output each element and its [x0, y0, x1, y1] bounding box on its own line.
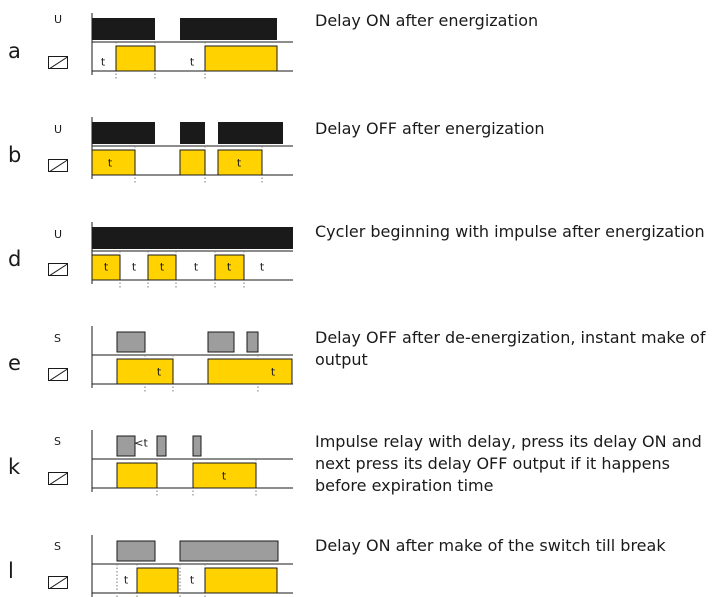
- output-pulse: [91, 254, 121, 281]
- row-k-description: Impulse relay with delay, press its dela…: [315, 432, 702, 495]
- row-e-description: Delay OFF after de-energization, instant…: [315, 328, 706, 369]
- switch-pulse: [192, 435, 202, 457]
- supply-voltage-pulse: [92, 18, 155, 40]
- output-pulse: [204, 567, 278, 594]
- switch-pulse: [116, 540, 156, 562]
- time-label: t: [236, 156, 242, 170]
- output-pulse: [179, 149, 206, 176]
- row-d-signal-label: U: [54, 228, 63, 241]
- row-l-description: Delay ON after make of the switch till b…: [315, 536, 666, 555]
- switch-pulse: [116, 435, 136, 457]
- row-k-signal-label: S: [54, 435, 61, 448]
- row-e-signal-label: S: [54, 332, 61, 345]
- supply-voltage-pulse: [180, 122, 205, 144]
- output-pulse: [116, 358, 174, 385]
- time-label: t: [189, 573, 195, 587]
- row-k-letter: k: [8, 455, 21, 479]
- output-pulse: [214, 254, 245, 281]
- output-pulse: [192, 462, 257, 489]
- time-label: t: [270, 365, 276, 379]
- row-a-signal-label: U: [54, 13, 63, 26]
- output-pulse: [115, 45, 156, 72]
- time-label: <t: [134, 436, 148, 450]
- row-l-signal-label: S: [54, 540, 61, 553]
- time-label: t: [100, 55, 106, 69]
- relay-output-icon: [48, 576, 68, 589]
- time-label: t: [123, 573, 129, 587]
- time-label: t: [156, 365, 162, 379]
- row-a-letter: a: [8, 39, 21, 63]
- relay-output-icon: [48, 56, 68, 69]
- time-label: t: [259, 260, 265, 274]
- output-pulse: [147, 254, 177, 281]
- row-d-letter: d: [8, 247, 22, 271]
- time-label: t: [107, 156, 113, 170]
- supply-voltage-pulse: [218, 122, 283, 144]
- row-e-letter: e: [8, 351, 21, 375]
- switch-pulse: [207, 331, 235, 353]
- output-pulse: [136, 567, 179, 594]
- output-pulse: [91, 149, 136, 176]
- output-pulse: [207, 358, 293, 385]
- row-b-description: Delay OFF after energization: [315, 119, 545, 138]
- time-label: t: [189, 55, 195, 69]
- output-pulse: [204, 45, 278, 72]
- switch-pulse: [179, 540, 279, 562]
- time-label: t: [131, 260, 137, 274]
- relay-output-icon: [48, 263, 68, 276]
- row-a-description: Delay ON after energization: [315, 11, 539, 30]
- supply-voltage-pulse: [180, 18, 277, 40]
- relay-output-icon: [48, 159, 68, 172]
- relay-output-icon: [48, 472, 68, 485]
- output-pulse: [116, 462, 158, 489]
- supply-voltage-pulse: [92, 227, 293, 249]
- supply-voltage-pulse: [92, 122, 155, 144]
- row-l-letter: l: [8, 559, 14, 583]
- row-d-description: Cycler beginning with impulse after ener…: [315, 222, 705, 241]
- switch-pulse: [116, 331, 146, 353]
- time-label: t: [221, 469, 227, 483]
- time-label: t: [103, 260, 109, 274]
- switch-pulse: [246, 331, 259, 353]
- time-label: t: [159, 260, 165, 274]
- switch-pulse: [156, 435, 167, 457]
- output-pulse: [217, 149, 263, 176]
- time-label: t: [193, 260, 199, 274]
- time-label: t: [226, 260, 232, 274]
- row-b-letter: b: [8, 143, 22, 167]
- row-b-signal-label: U: [54, 123, 63, 136]
- relay-output-icon: [48, 368, 68, 381]
